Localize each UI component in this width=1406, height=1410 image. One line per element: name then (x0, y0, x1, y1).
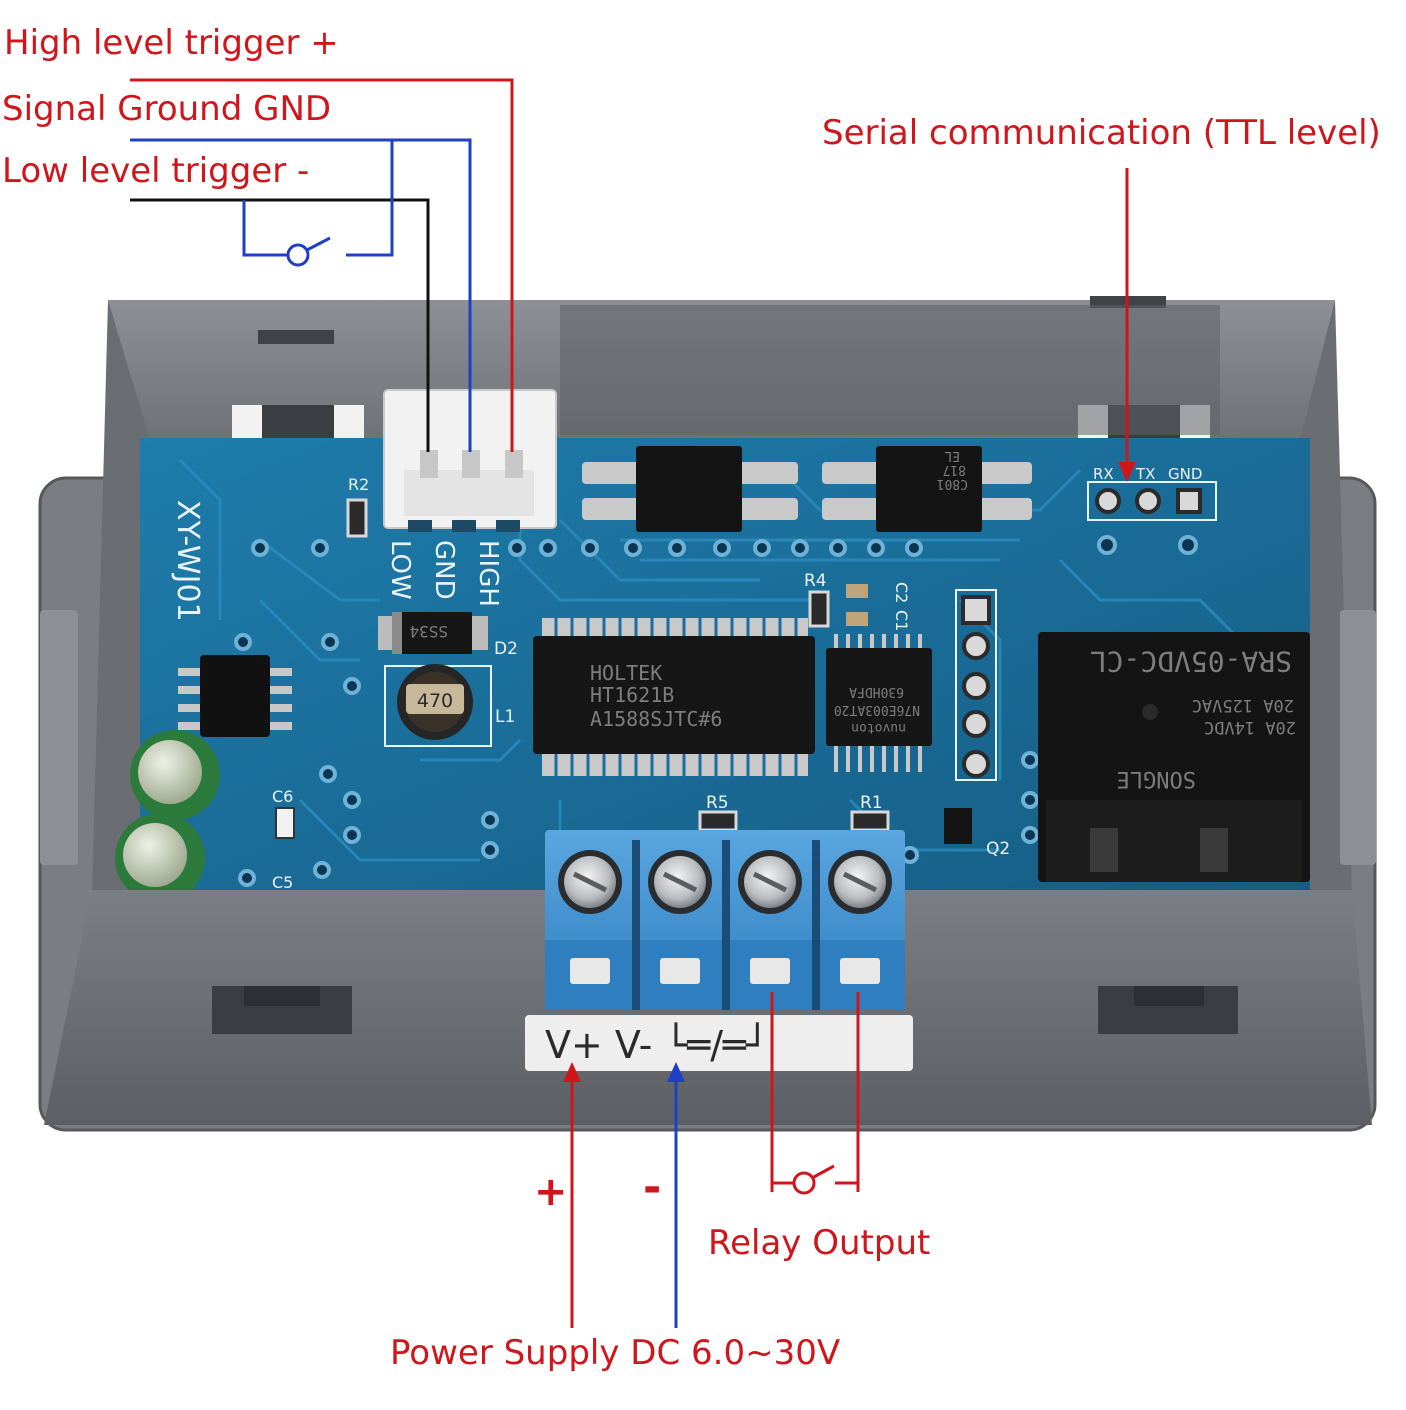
optocoupler-2: EL 817 C801 (822, 446, 1032, 532)
inductor-l1: 470 L1 (384, 664, 515, 747)
mcu-model: N76E003AT20 (834, 702, 920, 717)
serial-arrow (1118, 168, 1136, 482)
ref-l1: L1 (495, 707, 515, 727)
low-trigger-wire (130, 198, 430, 452)
mcu-lot: 630HDFA (849, 684, 904, 699)
ref-d2: D2 (494, 639, 518, 659)
label-power-supply: Power Supply DC 6.0~30V (390, 1333, 841, 1373)
relay-rating-ac: 20A 125VAC (1192, 695, 1294, 715)
label-low-trigger: Low level trigger - (2, 151, 310, 191)
switch-lead-right (346, 140, 394, 257)
opto-marking-3: C801 (937, 476, 968, 491)
terminal-block (545, 830, 905, 1010)
ref-r5: R5 (706, 793, 729, 813)
opto-marking-1: EL (944, 448, 960, 463)
relay: SRA-05VDC-CL 20A 125VAC 20A 14VDC SONGLE (1038, 632, 1310, 882)
label-minus: - (643, 1162, 662, 1213)
relay-switch-symbol (792, 1164, 835, 1195)
main-chip-model: HT1621B (590, 683, 674, 707)
inductor-marking: 470 (417, 690, 453, 712)
ref-c2: C2 (892, 582, 911, 603)
terminal-screws (558, 850, 892, 914)
power-ic (178, 655, 292, 737)
serial-pin-rx: RX (1093, 465, 1114, 483)
ref-r4: R4 (804, 571, 827, 591)
connector-label-gnd: GND (429, 540, 459, 600)
relay-output-wires (770, 992, 860, 1192)
mcu-ic: nuvoton N76E003AT20 630HDFA (826, 634, 932, 772)
ground-wire (130, 138, 472, 452)
serial-pin-tx: TX (1135, 465, 1155, 483)
high-trigger-wire (130, 78, 514, 452)
ref-c6: C6 (272, 787, 293, 806)
display-driver-ic: HOLTEK HT1621B A1588SJTC#6 (533, 616, 815, 778)
board-model: XY-WJ01 (170, 500, 205, 622)
ref-c5: C5 (272, 873, 293, 892)
label-signal-ground: Signal Ground GND (2, 89, 332, 129)
ref-r2: R2 (348, 475, 369, 494)
terminal-label-plate: V+ V- └═/═┘ (525, 1015, 913, 1071)
pcb-vias (234, 535, 1198, 887)
connector-label-low: LOW (385, 540, 415, 600)
relay-brand: SONGLE (1117, 766, 1196, 791)
switch-lead-left (242, 200, 288, 257)
relay-rating-dc: 20A 14VDC (1204, 717, 1296, 737)
opto-marking-2: 817 (943, 462, 966, 477)
relay-model: SRA-05VDC-CL (1090, 645, 1292, 678)
label-serial: Serial communication (TTL level) (822, 113, 1381, 153)
label-relay-output: Relay Output (708, 1223, 931, 1263)
ref-q2: Q2 (986, 839, 1010, 859)
input-switch-symbol (286, 236, 331, 267)
main-chip-lot: A1588SJTC#6 (590, 707, 722, 731)
power-wires (563, 1062, 685, 1328)
capacitors: C6 C5 (115, 730, 295, 903)
serial-pin-gnd: GND (1168, 465, 1202, 483)
ref-c1: C1 (892, 610, 911, 631)
mcu-brand: nuvoton (851, 720, 906, 735)
main-chip-brand: HOLTEK (590, 661, 662, 685)
input-wires (130, 78, 514, 452)
serial-header: RX TX GND (1087, 465, 1217, 521)
case-right-wall (1300, 300, 1352, 900)
case-left-wall (92, 300, 150, 900)
diode-marking: SS34 (409, 622, 448, 641)
connector-label-high: HIGH (473, 540, 503, 607)
optocoupler-1 (582, 446, 798, 532)
label-plus: + (534, 1169, 568, 1215)
diode-d2: SS34 D2 (378, 612, 518, 659)
ref-r1: R1 (860, 793, 883, 813)
program-header (955, 589, 997, 781)
terminal-label: V+ V- └═/═┘ (545, 1022, 769, 1067)
label-high-trigger: High level trigger + (4, 23, 339, 63)
